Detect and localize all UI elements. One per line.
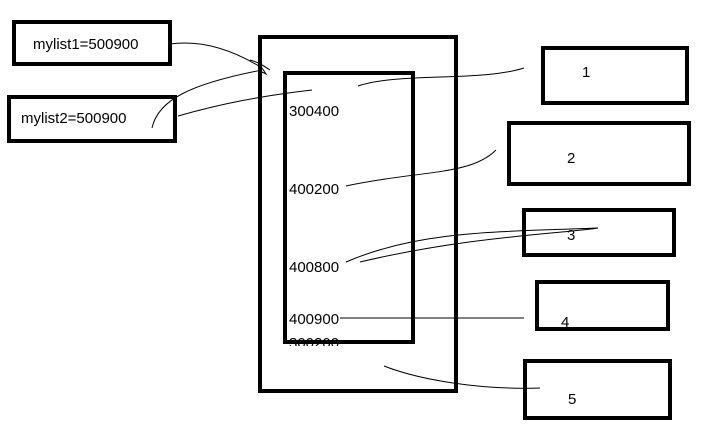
- item-label-4: 4: [561, 314, 570, 331]
- item-box-2: 2: [507, 121, 691, 186]
- memory-value-3: 400800: [289, 259, 340, 276]
- connector-item-1: [357, 67, 525, 87]
- item-box-3: 3: [522, 208, 676, 257]
- connector-mylist2: [151, 69, 263, 129]
- connector-mylist1: [169, 42, 268, 76]
- item-box-1: 1: [541, 46, 689, 105]
- connector-item-2: [345, 149, 497, 187]
- item-label-1: 1: [582, 64, 591, 81]
- connector-item-5: [383, 365, 541, 389]
- memory-value-2: 400200: [289, 181, 340, 198]
- mylist2-label: mylist2=500900: [21, 110, 127, 127]
- item-label-3: 3: [567, 227, 576, 244]
- item-box-5: 5: [523, 359, 672, 420]
- memory-inner-box: [283, 71, 415, 344]
- connector-item-3: [345, 227, 599, 263]
- mylist1-box: mylist1=500900: [12, 20, 172, 66]
- memory-outer-box: [258, 35, 458, 393]
- mylist1-label: mylist1=500900: [33, 36, 139, 53]
- item-box-4: 4: [535, 280, 670, 331]
- memory-value-5: 300200: [289, 335, 340, 346]
- item-label-5: 5: [568, 391, 577, 408]
- mylist2-box: mylist2=500900: [7, 95, 177, 143]
- connector-mylist2-a: [177, 89, 313, 117]
- item-label-2: 2: [567, 150, 576, 167]
- memory-value-1: 300400: [289, 103, 340, 120]
- memory-value-4: 400900: [289, 311, 340, 328]
